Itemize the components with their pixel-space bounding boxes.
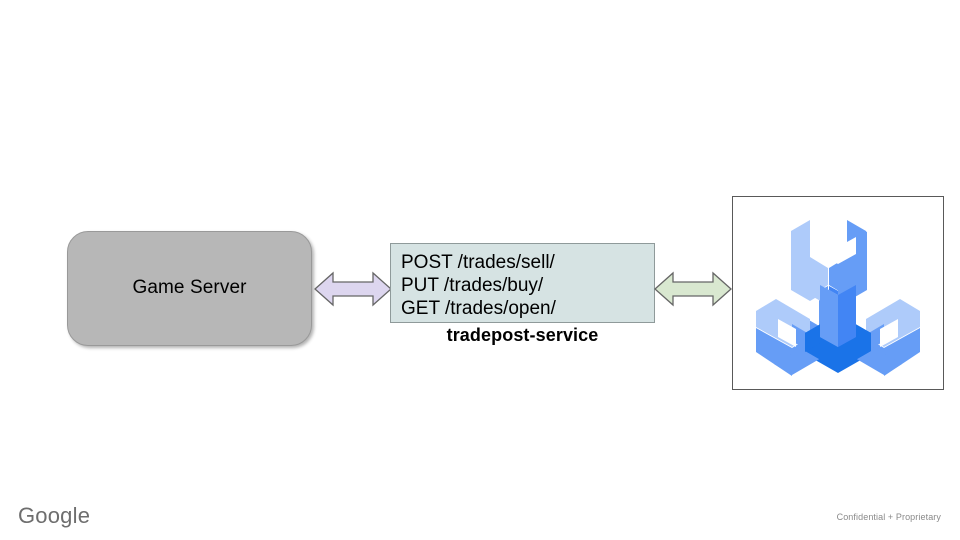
google-wordmark: Google [18, 503, 91, 528]
tradepost-service-box: POST /trades/sell/ PUT /trades/buy/ GET … [390, 243, 655, 323]
confidentiality-notice: Confidential + Proprietary [836, 512, 941, 522]
game-server-box: Game Server [67, 231, 312, 346]
bidirectional-arrow-purple-icon [313, 266, 393, 312]
game-server-label: Game Server [132, 277, 247, 299]
google-cloud-tools-wrench-logo-icon [756, 220, 920, 376]
logo-frame [732, 196, 944, 390]
tradepost-service-caption: tradepost-service [446, 325, 599, 345]
bidirectional-arrow-green-icon [653, 266, 733, 312]
service-endpoints-text: POST /trades/sell/ PUT /trades/buy/ GET … [401, 252, 556, 319]
